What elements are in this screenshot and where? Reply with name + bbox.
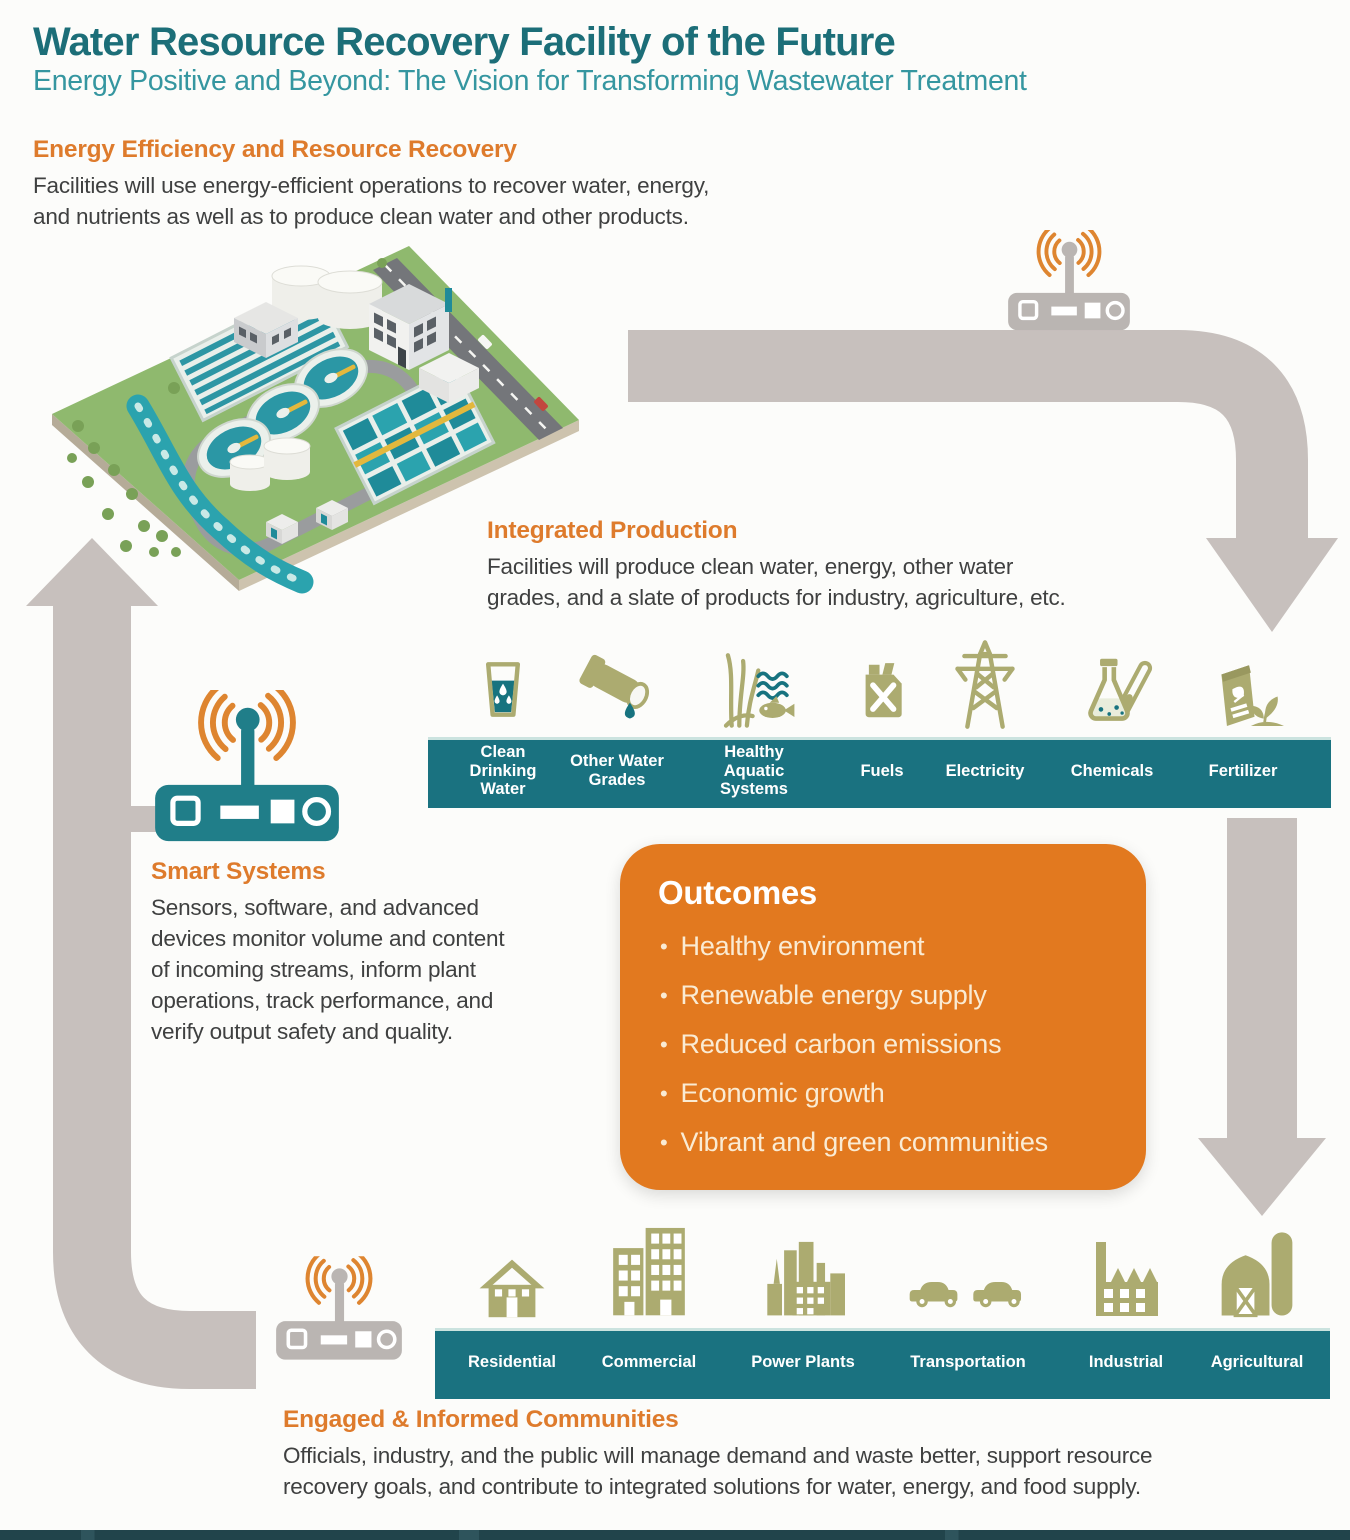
product-item: Fuels [826, 630, 938, 805]
smart-body-line: verify output safety and quality. [151, 1019, 453, 1045]
smart-body-line: operations, track performance, and [151, 988, 494, 1014]
treatment-plant-illustration [52, 246, 579, 594]
section-energy: Energy Efficiency and Resource Recovery … [33, 136, 709, 232]
communities-body-line: Officials, industry, and the public will… [283, 1443, 1153, 1468]
product-label: Other Water Grades [570, 752, 664, 789]
bottom-edge-strip [0, 1530, 1350, 1540]
sector-item: Industrial [1061, 1218, 1191, 1396]
energy-body-line: Facilities will use energy-efficient ope… [33, 173, 710, 198]
product-item: Healthy Aquatic Systems [698, 630, 810, 805]
energy-heading: Energy Efficiency and Resource Recovery [33, 136, 517, 163]
barn-icon [1221, 1232, 1293, 1318]
product-item: Fertilizer [1187, 630, 1299, 805]
sector-label: Agricultural [1210, 1352, 1304, 1371]
fertilizer-bag-icon [1220, 665, 1284, 726]
products-banner [428, 737, 1331, 808]
chemistry-flask-icon [1088, 658, 1153, 721]
aquatic-life-icon [723, 653, 794, 728]
outcome-item: Economic growth [660, 1069, 1116, 1118]
sector-item: Commercial [584, 1204, 714, 1396]
sector-label: Residential [467, 1352, 557, 1371]
house-icon [479, 1259, 545, 1318]
outcome-item: Healthy environment [660, 922, 1116, 971]
power-plant-icon [767, 1241, 845, 1316]
car [534, 397, 548, 411]
sector-item: Transportation [903, 1238, 1033, 1396]
outbuildings [234, 302, 479, 545]
product-label: Electricity [945, 761, 1025, 780]
production-body-line: Facilities will produce clean water, ene… [487, 554, 1014, 579]
sector-label: Transportation [910, 1352, 1026, 1371]
product-item: Electricity [929, 622, 1041, 805]
outcomes-box: Outcomes Healthy environment Renewable e… [620, 844, 1146, 1190]
production-body-line: grades, and a slate of products for indu… [487, 585, 1066, 611]
sector-label: Power Plants [751, 1352, 855, 1371]
product-label: Chemicals [1070, 761, 1154, 780]
arrow-down-right-icon [1206, 538, 1338, 632]
factory-icon [1096, 1242, 1158, 1316]
smart-body-line: Sensors, software, and advanced [151, 895, 479, 920]
production-heading: Integrated Production [487, 517, 738, 544]
admin-building [369, 284, 452, 371]
sector-item: Agricultural [1192, 1214, 1322, 1396]
outcome-item: Renewable energy supply [660, 971, 1116, 1020]
wireless-router-icon [1000, 230, 1138, 338]
glass-of-water-icon [485, 662, 521, 717]
product-label: Healthy Aquatic Systems [720, 742, 788, 799]
cars-icon [909, 1282, 1022, 1308]
office-building-icon [613, 1227, 685, 1316]
section-smart: Smart Systems Sensors, software, and adv… [151, 858, 571, 1047]
product-item: Clean Drinking Water [447, 630, 559, 805]
page-subtitle: Energy Positive and Beyond: The Vision f… [33, 65, 1027, 97]
sector-item: Residential [447, 1222, 577, 1396]
wireless-router-icon [143, 690, 351, 853]
transmission-tower-icon [955, 640, 1015, 729]
smart-body-line: of incoming streams, inform plant [151, 957, 476, 983]
outcome-item: Reduced carbon emissions [660, 1020, 1116, 1069]
treatment-basin-grid [334, 365, 496, 506]
outcomes-heading: Outcomes [658, 874, 817, 911]
product-label: Fertilizer [1208, 761, 1278, 780]
section-production: Integrated Production Facilities will pr… [487, 517, 1066, 613]
arrow-down-mid-icon [1198, 1138, 1326, 1216]
header: Water Resource Recovery Facility of the … [33, 20, 1027, 98]
sector-label: Industrial [1088, 1352, 1164, 1371]
outcomes-list: Healthy environment Renewable energy sup… [620, 922, 1146, 1167]
communities-body-line: recovery goals, and contribute to integr… [283, 1474, 1141, 1500]
wireless-router-icon [268, 1256, 410, 1368]
product-label: Clean Drinking Water [469, 742, 537, 799]
communities-heading: Engaged & Informed Communities [283, 1406, 679, 1433]
smart-body-line: devices monitor volume and content [151, 926, 505, 952]
outcome-item: Vibrant and green communities [660, 1118, 1116, 1167]
product-item: Chemicals [1056, 630, 1168, 805]
sectors-banner [435, 1328, 1330, 1399]
energy-body-line: and nutrients as well as to produce clea… [33, 204, 689, 230]
sector-item: Power Plants [738, 1212, 868, 1396]
car [478, 335, 492, 349]
section-communities: Engaged & Informed Communities Officials… [283, 1406, 1153, 1502]
smart-heading: Smart Systems [151, 858, 326, 885]
product-item: Other Water Grades [561, 630, 673, 805]
fuel-can-icon [865, 663, 902, 718]
page-title: Water Resource Recovery Facility of the … [33, 20, 896, 64]
product-label: Fuels [860, 761, 904, 780]
sector-label: Commercial [601, 1352, 697, 1371]
pouring-pipe-icon [578, 654, 649, 719]
